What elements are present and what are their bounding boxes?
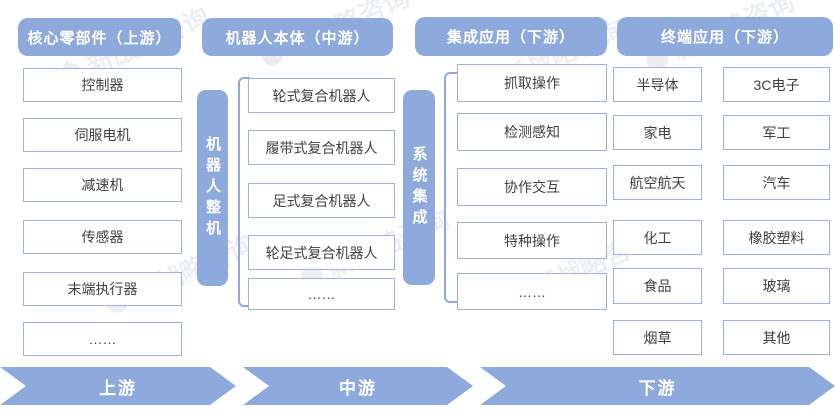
item-col3-ellipsis: …… bbox=[457, 273, 607, 310]
item-grasping: 抓取操作 bbox=[457, 64, 607, 102]
item-3c-electronics: 3C电子 bbox=[723, 67, 830, 102]
bar-system-integration: 系统集成 bbox=[403, 90, 435, 285]
item-automotive: 汽车 bbox=[723, 165, 830, 200]
item-rubber-plastic: 橡胶塑料 bbox=[723, 220, 830, 255]
item-wheel-legged-robot: 轮足式复合机器人 bbox=[248, 235, 395, 270]
item-appliances: 家电 bbox=[613, 115, 702, 150]
header-integrated-apps: 集成应用（下游） bbox=[415, 17, 607, 56]
chevron-downstream: 下游 bbox=[480, 367, 835, 405]
item-tobacco: 烟草 bbox=[613, 320, 702, 355]
item-col1-ellipsis: …… bbox=[23, 322, 182, 356]
item-col2-ellipsis: …… bbox=[248, 278, 395, 310]
item-sensor: 传感器 bbox=[23, 220, 182, 254]
item-semiconductor: 半导体 bbox=[613, 67, 702, 102]
item-servo-motor: 伺服电机 bbox=[23, 118, 182, 152]
item-tracked-robot: 履带式复合机器人 bbox=[248, 130, 395, 165]
item-military: 军工 bbox=[723, 115, 830, 150]
item-reducer: 减速机 bbox=[23, 168, 182, 202]
item-chemical: 化工 bbox=[613, 220, 702, 255]
bracket-integrated-apps bbox=[444, 72, 457, 303]
header-robot-body: 机器人本体（中游） bbox=[202, 18, 393, 56]
chevron-midstream: 中游 bbox=[243, 367, 473, 405]
item-controller: 控制器 bbox=[23, 68, 182, 102]
item-legged-robot: 足式复合机器人 bbox=[248, 183, 395, 218]
item-glass: 玻璃 bbox=[723, 268, 830, 304]
item-other: 其他 bbox=[723, 320, 830, 355]
header-core-components: 核心零部件（上游） bbox=[18, 18, 181, 56]
chevron-upstream: 上游 bbox=[0, 367, 236, 405]
item-collaboration: 协作交互 bbox=[457, 168, 607, 206]
header-terminal-apps: 终端应用（下游） bbox=[617, 17, 833, 56]
item-detection: 检测感知 bbox=[457, 113, 607, 151]
bar-robot-complete-machine: 机器人整机 bbox=[197, 90, 228, 286]
item-food: 食品 bbox=[613, 268, 702, 304]
item-aerospace: 航空航天 bbox=[613, 165, 702, 200]
item-wheeled-robot: 轮式复合机器人 bbox=[248, 78, 395, 113]
item-special-ops: 特种操作 bbox=[457, 222, 607, 259]
bracket-robot-body bbox=[238, 77, 250, 307]
item-end-effector: 末端执行器 bbox=[23, 272, 182, 306]
